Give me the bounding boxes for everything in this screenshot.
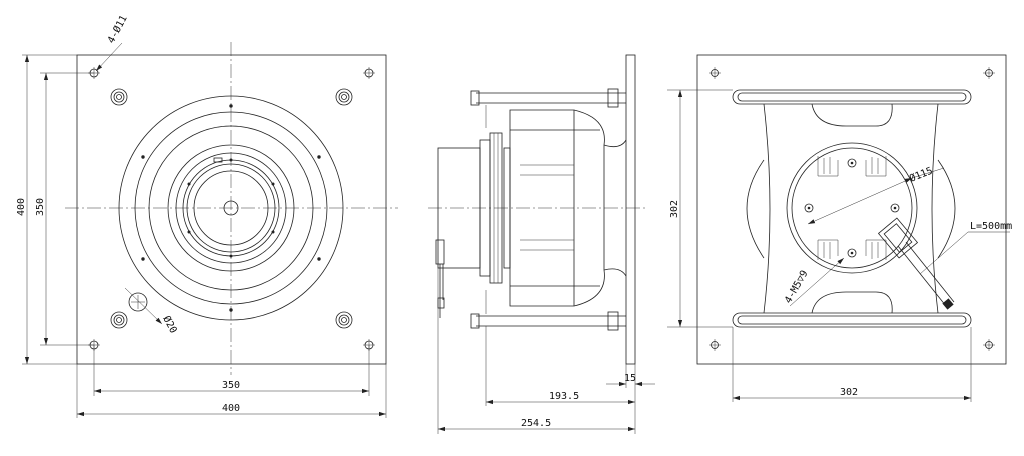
mounting-flange [625, 54, 636, 365]
dim-width-350: 350 [222, 380, 240, 391]
cable-length-label: L=500mm [970, 221, 1012, 232]
dim-flange-15: 15 [624, 373, 636, 384]
rear-cable-gland [877, 217, 955, 310]
dim-depth-193: 193.5 [549, 391, 579, 402]
cable-hole-label: Ø20 [160, 314, 179, 336]
rear-dim-height-302: 302 [669, 200, 680, 218]
rear-housing [746, 103, 956, 314]
support-rods [470, 88, 626, 331]
rear-plate [696, 54, 1007, 365]
rear-corner-holes [709, 67, 995, 351]
dim-width-400: 400 [222, 403, 240, 414]
side-view: 15 193.5 254.5 [428, 54, 655, 434]
front-plate [76, 54, 387, 365]
front-view: Ø20 4-Ø11 400 350 350 400 [16, 13, 398, 418]
hole-callout: 4-Ø11 [105, 13, 130, 45]
dim-height-400: 400 [16, 198, 27, 216]
side-cable [435, 239, 445, 318]
rear-view: Ø115 L=500mm 4-M5▽9 302 302 [667, 54, 1012, 402]
motor-diameter-label: Ø115 [908, 165, 935, 185]
dim-height-350: 350 [35, 198, 46, 216]
rear-rods [732, 89, 972, 328]
rear-motor [786, 142, 918, 274]
impeller [509, 109, 627, 307]
front-bolt-dots [141, 104, 321, 312]
front-nuts [110, 88, 353, 329]
cable-hole [124, 287, 163, 325]
rear-dim-width-302: 302 [840, 387, 858, 398]
dim-depth-254: 254.5 [521, 418, 551, 429]
